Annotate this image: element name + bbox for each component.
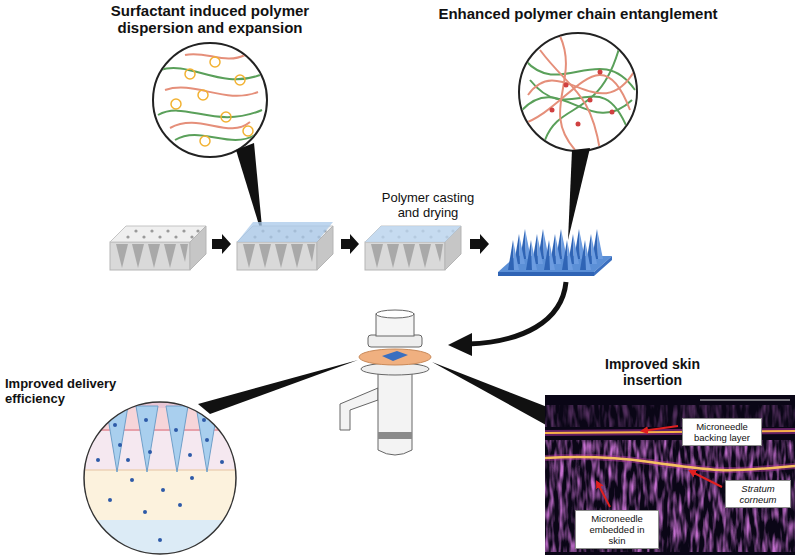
step-label: Polymer casting and drying: [372, 190, 484, 220]
callout-box: Stratum corneum: [725, 480, 791, 508]
delivery-circle: Improved delivery efficiency: [5, 376, 240, 556]
entanglement-circle: Enhanced polymer chain entanglement: [428, 5, 728, 155]
callout-label: Stratum corneum: [730, 483, 786, 505]
callout-box: Microneedle embedded in skin: [575, 510, 659, 549]
oct-image-panel: Improved skin insertionMicroneedle backi…: [545, 356, 795, 555]
panel-heading: Enhanced polymer chain entanglement: [428, 5, 728, 22]
panel-heading: Surfactant induced polymer dispersion an…: [80, 2, 340, 36]
callout-label: Microneedle backing layer: [687, 421, 757, 443]
dispersion-circle: Surfactant induced polymer dispersion an…: [80, 2, 340, 160]
callout-box: Microneedle backing layer: [682, 418, 762, 446]
panel-heading: Improved skin insertion: [590, 356, 715, 388]
callout-label: Microneedle embedded in skin: [580, 513, 654, 546]
panel-heading: Improved delivery efficiency: [5, 376, 127, 406]
